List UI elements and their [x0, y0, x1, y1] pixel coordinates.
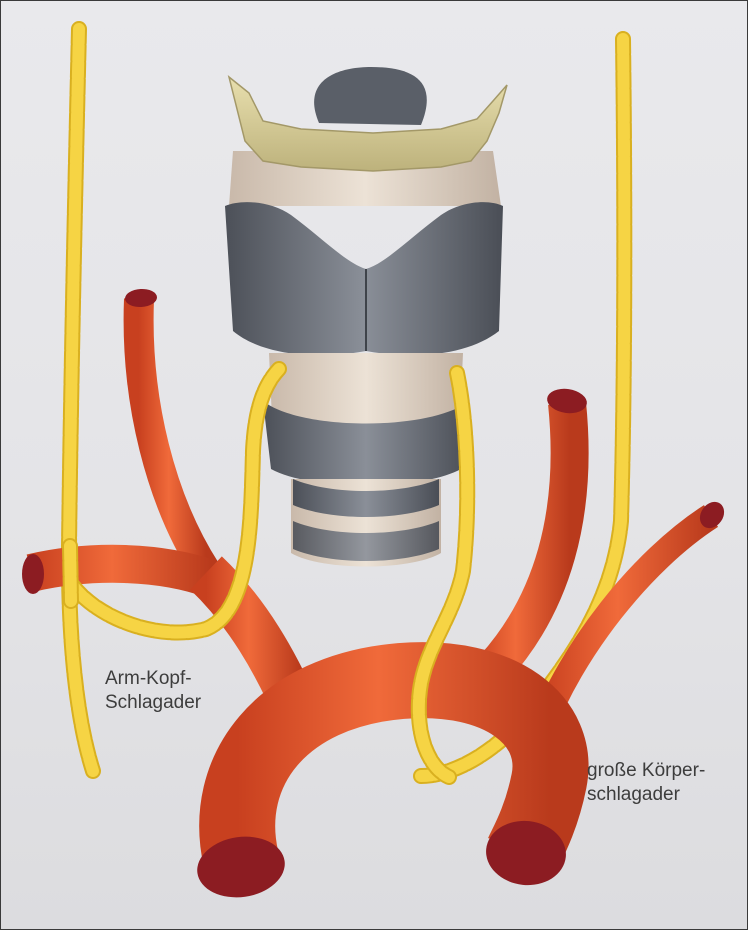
label-arm-kopf-schlagader: Arm-Kopf- Schlagader [105, 667, 201, 715]
thyroid-cartilage [225, 202, 503, 355]
label-arm-kopf-line1: Arm-Kopf- [105, 667, 201, 691]
common-carotid-artery-right [139, 299, 206, 571]
common-carotid-artery-left [471, 403, 570, 691]
label-aorta-line2: schlagader [587, 783, 705, 807]
subclavian-artery-right [31, 564, 211, 579]
label-aorta-line1: große Körper- [587, 759, 705, 783]
label-arm-kopf-line2: Schlagader [105, 691, 201, 715]
left-vagus-nerve-front [70, 546, 71, 601]
epiglottis [314, 67, 427, 125]
left-vagus-nerve [69, 29, 93, 771]
label-grosse-koerperschlagader: große Körper- schlagader [587, 759, 705, 807]
